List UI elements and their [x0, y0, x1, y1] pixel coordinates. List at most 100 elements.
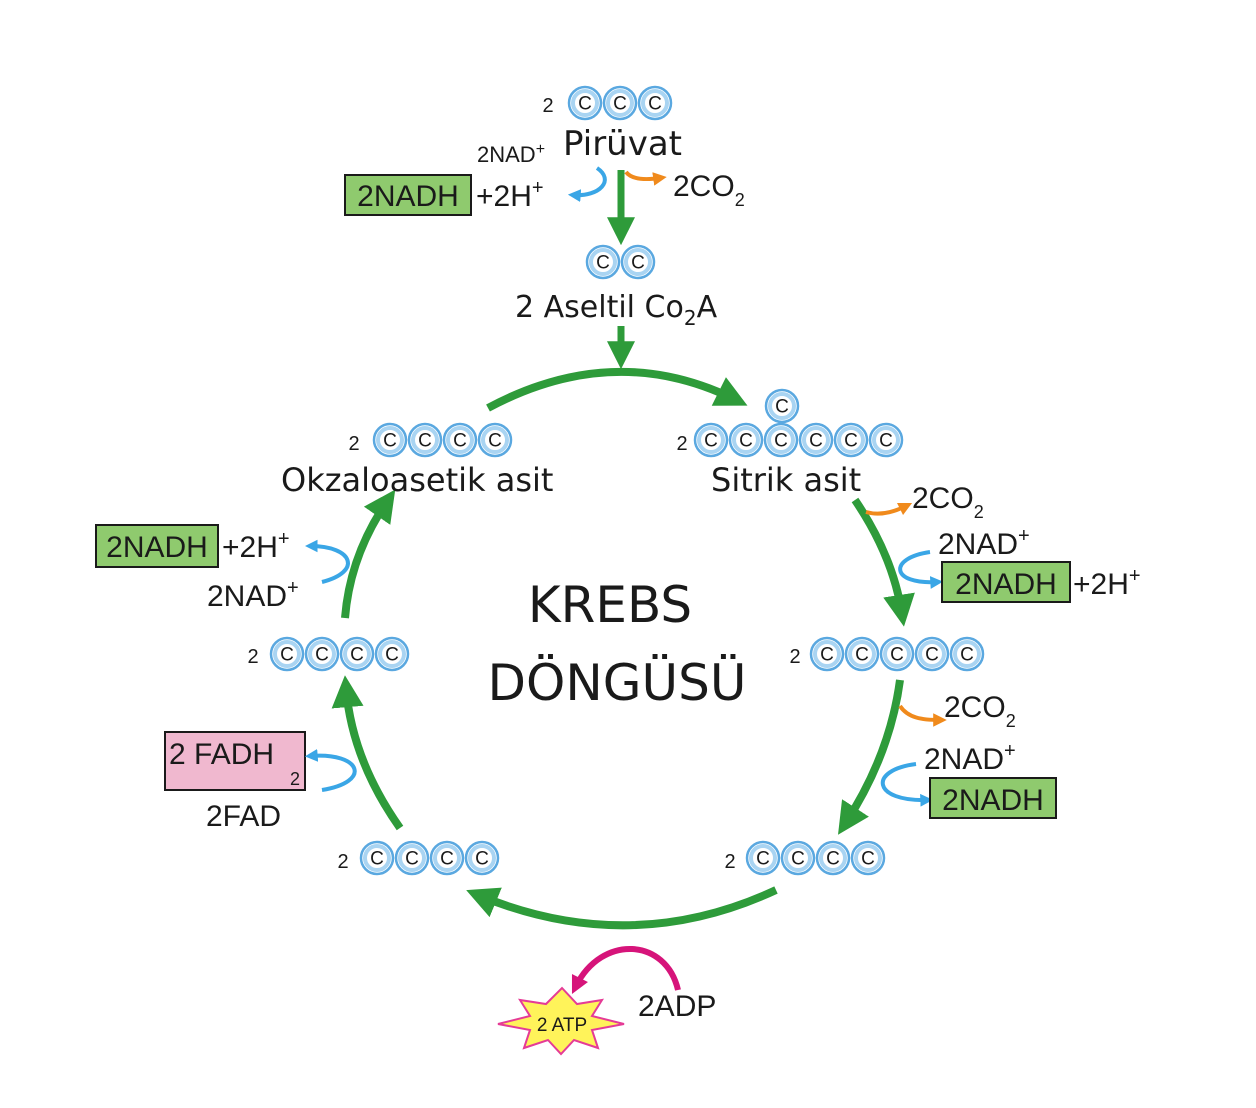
carbon-atom: C: [949, 636, 985, 672]
pyruvate-co2-arrow: [624, 170, 667, 186]
fadh-box: [164, 731, 306, 791]
carbon-atom: C: [833, 422, 869, 458]
cycle-arrow-top: [486, 367, 748, 412]
citric-nad-arrow: [898, 550, 944, 589]
pyruvate-nadh-box: [344, 174, 472, 216]
svg-text:C: C: [648, 94, 662, 115]
five-c-carbon-chain: C C C C C: [809, 636, 985, 672]
citric-co2-arrow: [865, 502, 913, 516]
atp-label: 2 ATP: [537, 1015, 587, 1036]
carbon-atom: C: [464, 840, 500, 876]
svg-text:C: C: [925, 645, 939, 666]
five-c-nad-label: 2NAD+: [924, 740, 1016, 776]
citric-nadh-box: [941, 561, 1071, 603]
cycle-arrow-left-lower: [331, 675, 404, 831]
acetyl-name: 2 Aseltil Co2A: [515, 290, 718, 330]
svg-text:C: C: [861, 849, 875, 870]
five-c-co2-arrow: [898, 704, 947, 727]
cycle-arrow-right-upper: [851, 497, 915, 627]
svg-text:C: C: [383, 431, 397, 452]
carbon-atom: C: [585, 244, 621, 280]
svg-text:C: C: [809, 431, 823, 452]
oxaloacetate-carbon-chain: C C C C: [372, 422, 513, 458]
carbon-atom: C: [815, 840, 851, 876]
pyruvate-carbon-chain: C C C: [567, 85, 673, 121]
four-c-bottom-carbon-chain: C C C C: [359, 840, 500, 876]
svg-text:C: C: [791, 849, 805, 870]
atp-star-icon: [497, 986, 625, 1056]
five-c-co2-label: 2CO2: [944, 691, 1016, 731]
carbon-atom: C: [693, 422, 729, 458]
pyruvate-name: Pirüvat: [563, 124, 682, 164]
svg-text:C: C: [631, 253, 645, 274]
carbon-atom: C: [914, 636, 950, 672]
carbon-atom: C: [809, 636, 845, 672]
citric-name: Sitrik asit: [711, 461, 861, 499]
svg-text:C: C: [350, 645, 364, 666]
svg-text:C: C: [844, 431, 858, 452]
carbon-atom: C: [269, 636, 305, 672]
svg-text:C: C: [418, 431, 432, 452]
cycle-arrow-right-lower: [838, 679, 904, 835]
carbon-atom: C: [868, 422, 904, 458]
svg-text:C: C: [739, 431, 753, 452]
four-c-right-carbon-chain: C C C C: [745, 840, 886, 876]
pyruvate-nad-label: 2NAD+: [477, 141, 545, 167]
svg-text:C: C: [385, 645, 399, 666]
carbon-atom: C: [620, 244, 656, 280]
cycle-arrow-left-upper: [341, 489, 396, 619]
adp-label: 2ADP: [638, 990, 716, 1023]
carbon-atom: C: [637, 85, 673, 121]
title-dongusu: DÖNGÜSÜ: [488, 654, 747, 712]
carbon-atom: C: [372, 422, 408, 458]
carbon-atom: C: [359, 840, 395, 876]
carbon-atom: C: [798, 422, 834, 458]
four-c-bottom-count: 2: [337, 851, 348, 873]
oxaloacetate-count: 2: [348, 433, 359, 455]
carbon-atom: C: [728, 422, 764, 458]
four-c-left-carbon-chain: C C C C: [269, 636, 410, 672]
pyruvate-nad-arrow: [567, 166, 607, 202]
svg-text:C: C: [826, 849, 840, 870]
fadh-subscript: 2: [290, 769, 300, 789]
citric-co2-label: 2CO2: [912, 482, 984, 522]
pyruvate-nadh-label: 2NADH: [357, 180, 459, 213]
carbon-atom: C: [764, 388, 800, 424]
carbon-atom: C: [304, 636, 340, 672]
left-nadh-label: 2NADH: [106, 531, 208, 564]
five-c-count: 2: [789, 646, 800, 668]
carbon-atom: C: [442, 422, 478, 458]
carbon-atom: C: [477, 422, 513, 458]
left-nadh-box: [95, 524, 219, 568]
carbon-atom: C: [429, 840, 465, 876]
four-c-right-count: 2: [724, 851, 735, 873]
svg-text:C: C: [596, 253, 610, 274]
svg-text:C: C: [280, 645, 294, 666]
svg-text:C: C: [960, 645, 974, 666]
left-h-label: +2H+: [222, 528, 290, 564]
fad-arrow: [304, 749, 357, 792]
carbon-atom: C: [844, 636, 880, 672]
svg-text:C: C: [820, 645, 834, 666]
carbon-atom: C: [567, 85, 603, 121]
fad-label: 2FAD: [206, 800, 281, 833]
five-c-nadh-label: 2NADH: [942, 784, 1044, 817]
carbon-atom: C: [780, 840, 816, 876]
svg-text:C: C: [774, 431, 788, 452]
svg-text:C: C: [578, 94, 592, 115]
carbon-atom: C: [407, 422, 443, 458]
citric-h-label: +2H+: [1073, 565, 1141, 601]
fadh-label: 2 FADH: [169, 738, 274, 771]
carbon-atom: C: [374, 636, 410, 672]
five-c-nad-arrow: [881, 762, 934, 807]
left-nad-arrow: [304, 539, 350, 584]
svg-text:C: C: [370, 849, 384, 870]
oxaloacetate-name: Okzaloasetik asit: [281, 461, 553, 499]
left-nad-label: 2NAD+: [207, 577, 299, 613]
citric-count: 2: [676, 433, 687, 455]
svg-text:C: C: [315, 645, 329, 666]
citric-nad-label: 2NAD+: [938, 525, 1030, 561]
cycle-arrow-bottom: [466, 886, 778, 930]
citric-nadh-label: 2NADH: [955, 568, 1057, 601]
